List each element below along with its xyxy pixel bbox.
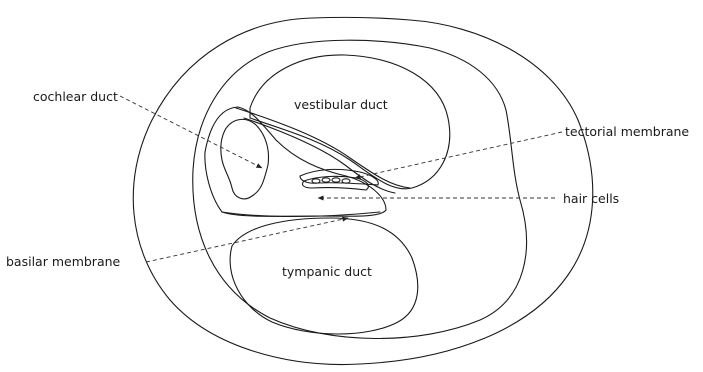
cochlear-duct-leader	[120, 96, 262, 168]
basilar-membrane-leader	[146, 218, 348, 262]
tectorial-membrane-label: tectorial membrane	[565, 124, 689, 139]
cochlear-duct-outline	[205, 107, 386, 216]
basilar-membrane-label: basilar membrane	[6, 254, 121, 269]
cochlear-duct-label: cochlear duct	[33, 89, 118, 104]
reissners-membrane-outer	[236, 108, 410, 188]
vestibular-duct-label: vestibular duct	[294, 97, 388, 112]
outer-cochlea-outline	[133, 17, 593, 364]
tectorial-membrane-leader	[355, 132, 562, 178]
tympanic-duct-label: tympanic duct	[282, 264, 372, 279]
hair-cells-label: hair cells	[563, 191, 619, 206]
spiral-limbus-outline	[221, 119, 269, 198]
